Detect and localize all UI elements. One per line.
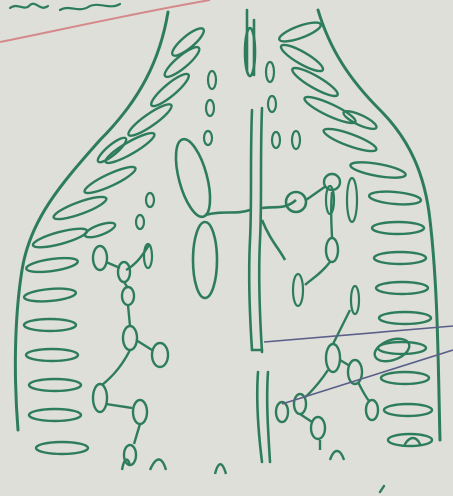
hand-drawn-diagram (0, 0, 453, 496)
paper-background (0, 0, 453, 496)
notebook-page (0, 0, 453, 496)
